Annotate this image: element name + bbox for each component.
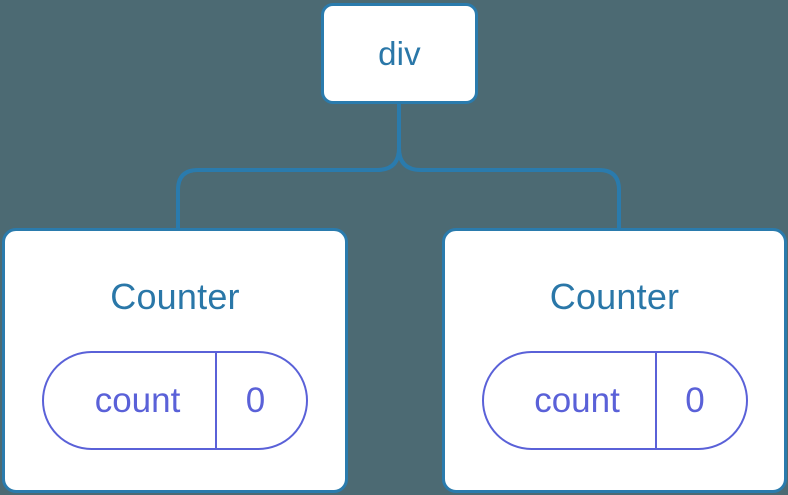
- node-counter-1[interactable]: Counter count 0: [442, 228, 787, 493]
- node-div[interactable]: div: [321, 3, 478, 104]
- state-value-0: 0: [245, 381, 266, 420]
- node-counter-0[interactable]: Counter count 0: [2, 228, 348, 493]
- state-pill-1[interactable]: count 0: [481, 351, 748, 450]
- state-key-0: count: [44, 353, 217, 448]
- node-counter-1-body: Counter count 0: [445, 231, 784, 490]
- node-counter-0-body: Counter count 0: [5, 231, 345, 490]
- connector-left-branch: [176, 147, 401, 228]
- state-value-1: 0: [685, 381, 705, 420]
- state-pill-0[interactable]: count 0: [42, 351, 308, 450]
- state-key-1: count: [484, 353, 657, 448]
- node-div-label: div: [378, 35, 421, 72]
- connector-root-stem: [397, 104, 621, 228]
- node-counter-1-label: Counter: [549, 276, 680, 317]
- node-counter-0-label: Counter: [110, 276, 240, 317]
